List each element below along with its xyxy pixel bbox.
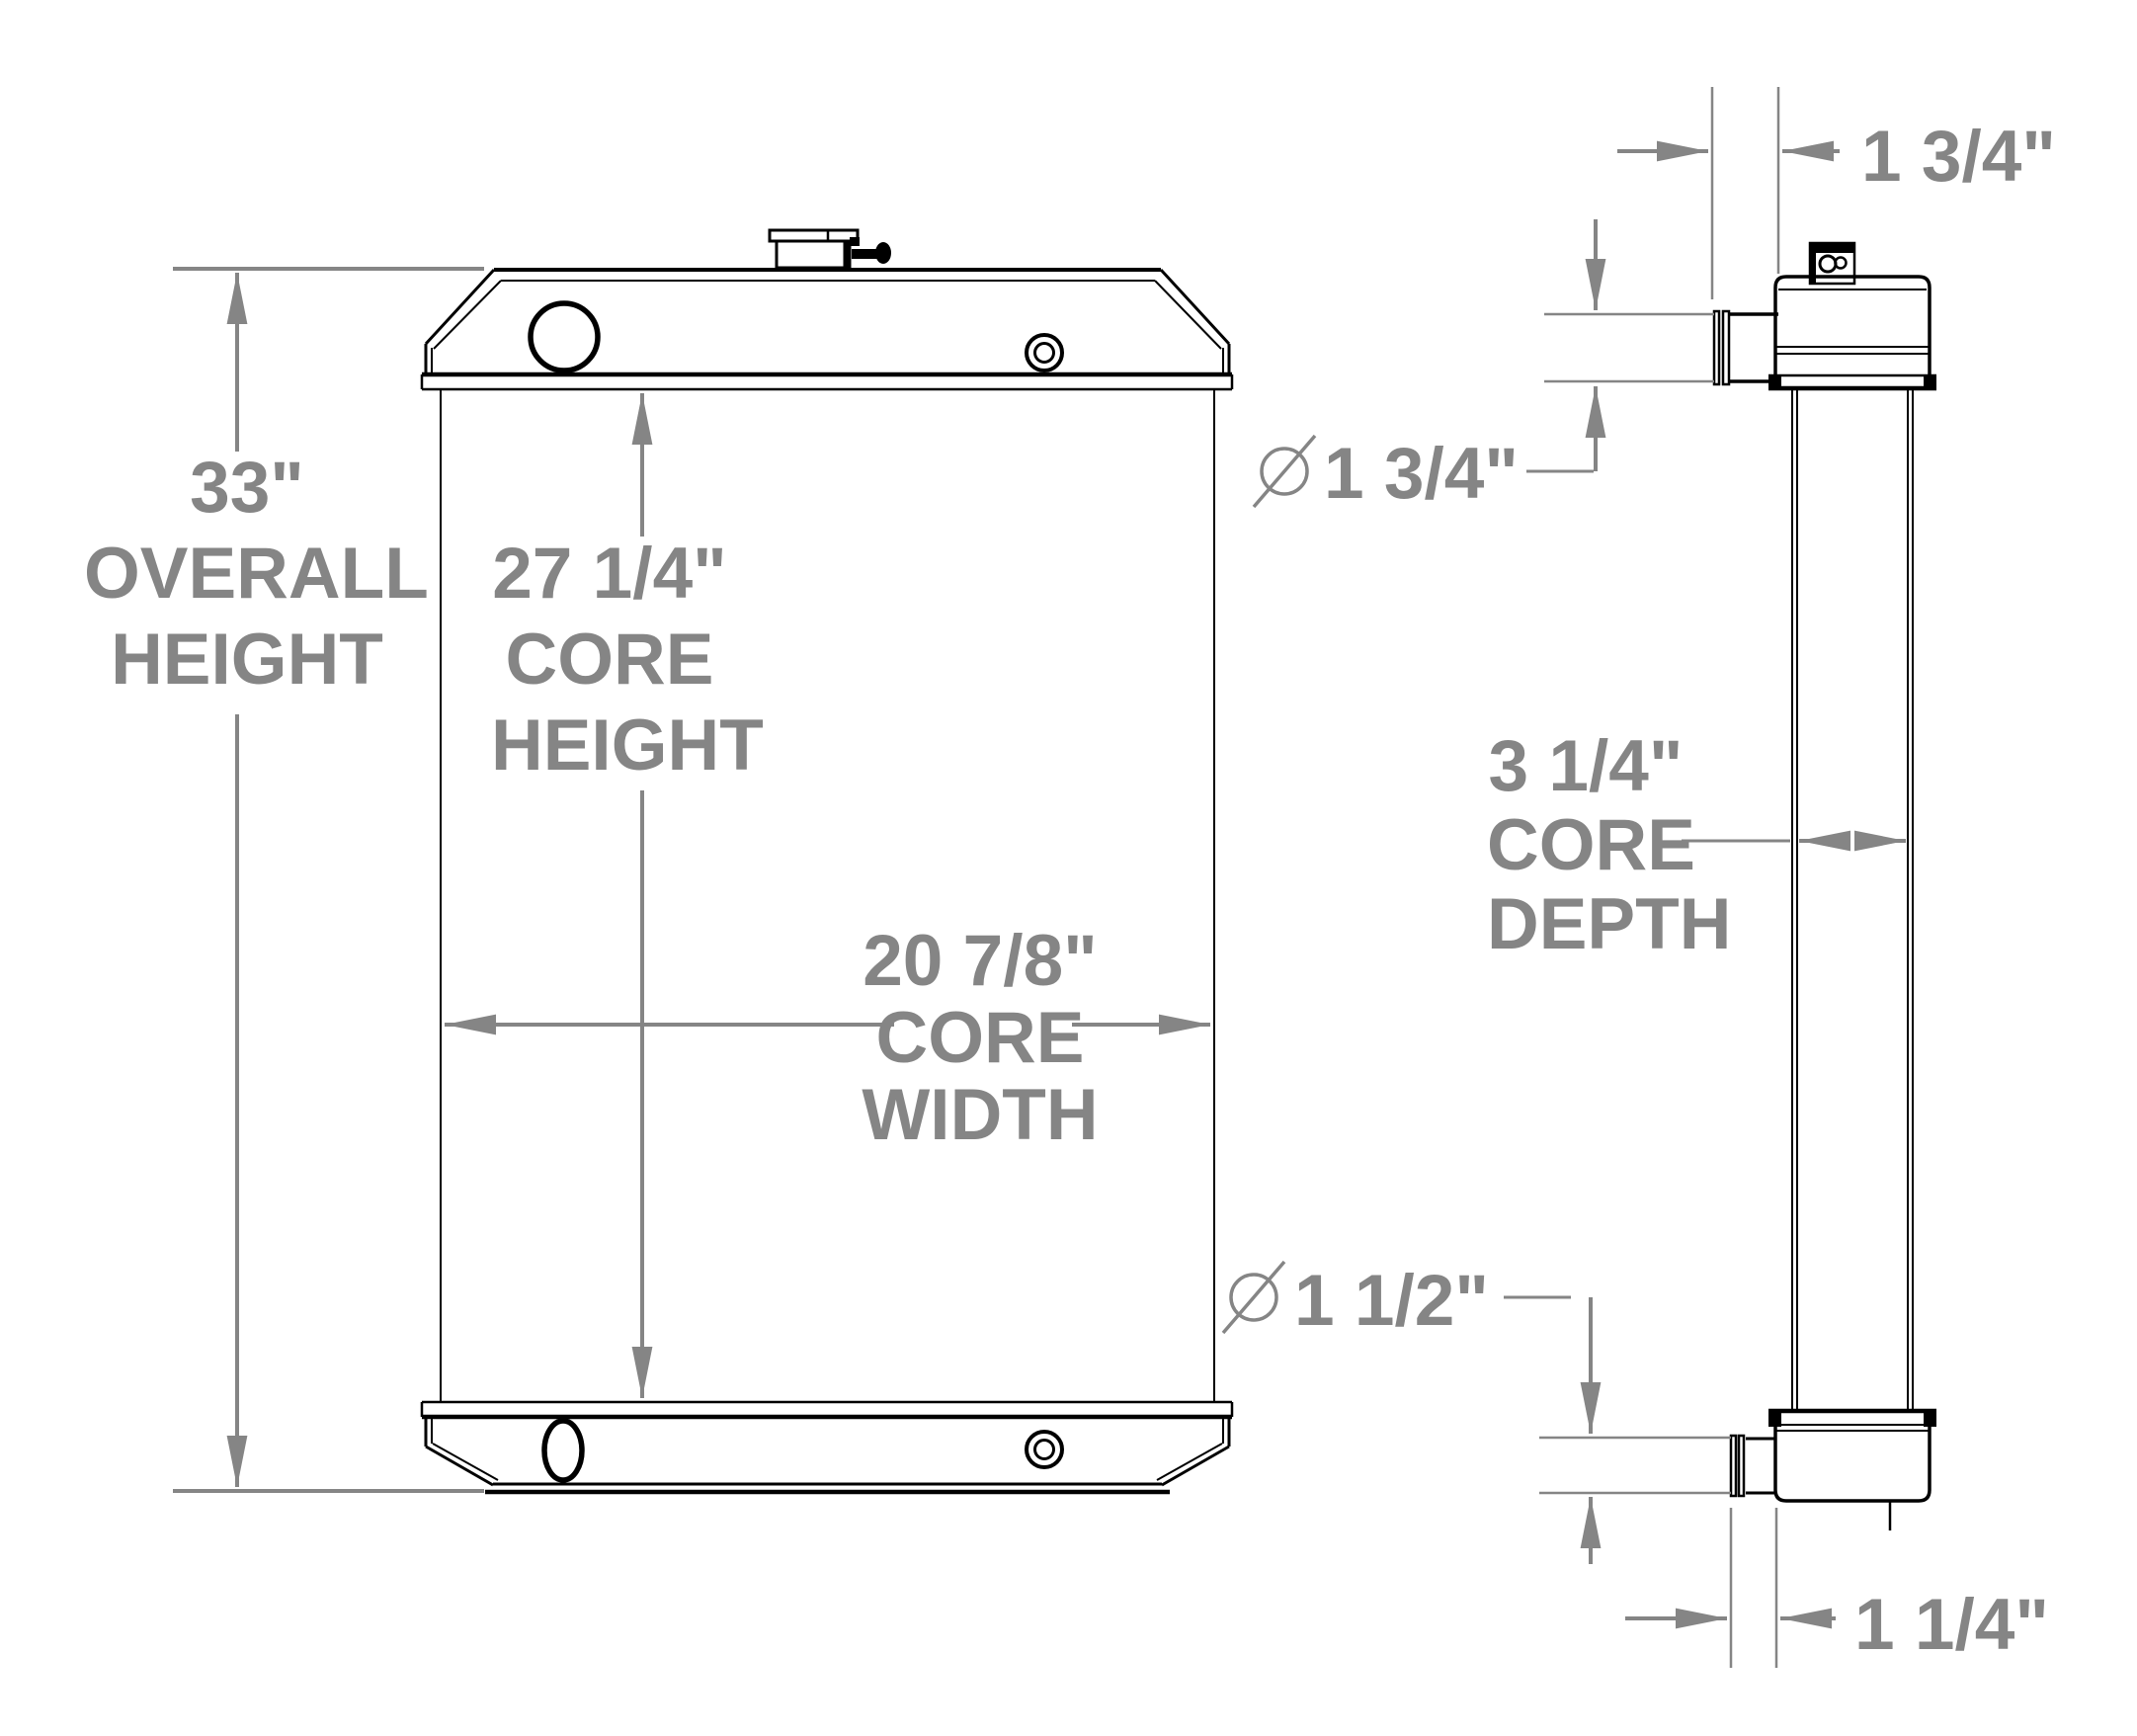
core-width-value: 20 7/8" bbox=[863, 921, 1098, 1001]
overall-height-value: 33" bbox=[190, 448, 304, 528]
side-inlet-pipe bbox=[1712, 309, 1778, 386]
side-filler-cap bbox=[1808, 241, 1856, 286]
core-width-label: 20 7/8" CORE WIDTH bbox=[862, 921, 1099, 1155]
top-vent-fitting bbox=[1025, 333, 1064, 372]
front-bottom-tank bbox=[420, 1400, 1234, 1495]
filler-cap bbox=[768, 228, 891, 270]
top-offset-label: 1 3/4" bbox=[1861, 121, 2056, 193]
overall-height-label: 33" OVERALL HEIGHT bbox=[84, 445, 429, 703]
core-height-label: 27 1/4" CORE HEIGHT bbox=[491, 531, 764, 788]
core-depth-label: 3 1/4" CORE DEPTH bbox=[1487, 726, 1732, 964]
inlet-diameter-label: 1 3/4" bbox=[1324, 438, 1519, 510]
front-top-tank bbox=[420, 268, 1234, 391]
bottom-offset-dimension bbox=[1625, 1508, 1836, 1668]
diameter-icon bbox=[1252, 434, 1317, 509]
top-offset-value: 1 3/4" bbox=[1861, 117, 2056, 197]
bottom-vent-fitting bbox=[1025, 1430, 1064, 1469]
side-core-outline bbox=[1791, 389, 1914, 1410]
inlet-diameter-dimension bbox=[1526, 219, 1714, 473]
diameter-icon bbox=[1221, 1260, 1286, 1335]
overall-height-extension-lines bbox=[173, 267, 484, 1493]
bottom-offset-value: 1 1/4" bbox=[1854, 1585, 2049, 1665]
core-depth-value: 3 1/4" bbox=[1488, 726, 1684, 806]
outlet-diameter-label: 1 1/2" bbox=[1294, 1265, 1489, 1337]
core-height-value: 27 1/4" bbox=[492, 534, 727, 614]
outlet-diameter-value: 1 1/2" bbox=[1294, 1261, 1489, 1341]
side-bottom-tank bbox=[1768, 1408, 1936, 1530]
outlet-port-oval bbox=[541, 1418, 585, 1483]
front-core-outline bbox=[440, 389, 1215, 1402]
inlet-diameter-value: 1 3/4" bbox=[1324, 434, 1519, 514]
front-view-drawing bbox=[420, 228, 1234, 1495]
top-offset-dimension bbox=[1617, 87, 1840, 299]
outlet-diameter-dimension bbox=[1504, 1295, 1731, 1564]
inlet-port-circle bbox=[528, 300, 601, 373]
bottom-offset-label: 1 1/4" bbox=[1854, 1589, 2049, 1661]
side-top-tank bbox=[1768, 275, 1936, 391]
side-view-drawing bbox=[1712, 241, 1936, 1530]
side-outlet-pipe bbox=[1729, 1434, 1775, 1498]
